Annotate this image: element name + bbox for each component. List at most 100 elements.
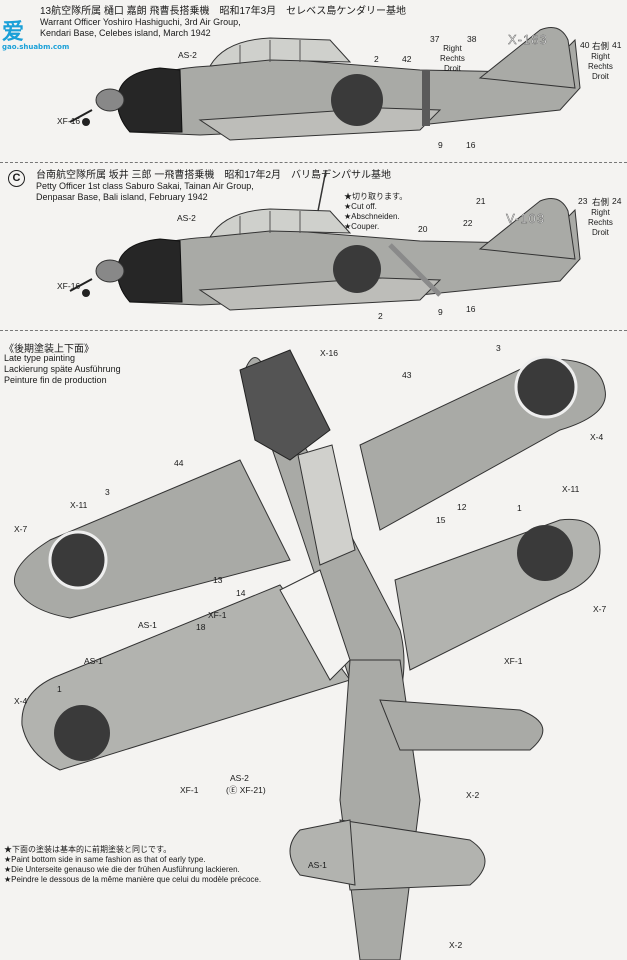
b-label-as2: AS-2 [178, 50, 197, 60]
aircraft-b-engine-cowl [117, 67, 183, 133]
aircraft-c-antenna [317, 169, 327, 212]
divider-b-c [0, 162, 627, 163]
aircraft-b-canopy [209, 37, 352, 67]
lower-footnote: ★下面の塗装は基本的に前期塗装と同じです。 ★Paint bottom side… [4, 845, 261, 885]
b-callout-38: 38 [467, 34, 477, 44]
lower-label-x7a: X-7 [14, 524, 28, 534]
lower-label-x7b: X-7 [593, 604, 607, 614]
aircraft-c-engine-cowl [117, 238, 183, 303]
lower-label-as2: AS-2 [230, 773, 249, 783]
aircraft-c-diagonal-stripe [388, 243, 442, 297]
watermark-url: gao.shuabm.com [2, 43, 70, 51]
lower-callout-44: 44 [174, 458, 184, 468]
footnote-jp: ★下面の塗装は基本的に前期塗装と同じです。 [4, 845, 172, 854]
lower-label-as1c: AS-1 [308, 860, 327, 870]
section-b-header-en-1: Warrant Officer Yoshiro Hashiguchi, 3rd … [40, 17, 241, 27]
b-callout-2: 2 [374, 54, 379, 64]
divider-c-lower [0, 330, 627, 331]
aircraft-b-fuselage-band [422, 70, 430, 126]
aircraft-b-tail-fin [478, 27, 576, 89]
c-right-side-text: Right Rechts Droit [588, 208, 613, 237]
c-label-as2: AS-2 [177, 213, 196, 223]
section-b-header-en-2: Kendari Base, Celebes island, March 1942 [40, 28, 211, 38]
lower-left-hinomaru [54, 705, 110, 761]
b-callout-16: 16 [466, 140, 476, 150]
lower-header-jp: 《後期塗装上下面》 [4, 344, 94, 355]
site-watermark: 爱 gao.shuabm.com [2, 14, 69, 51]
b-callout-40: 40 [580, 40, 590, 50]
footnote-de: ★Die Unterseite genauso wie die der früh… [4, 865, 240, 874]
lower-callout-1b: 1 [57, 684, 62, 694]
c-callout-16: 16 [466, 304, 476, 314]
section-c-header-jp: 台南航空隊所属 坂井 三郎 一飛曹搭乗機 昭和17年2月 バリ島デンパサル基地 [36, 170, 392, 181]
b-callout-41: 41 [612, 40, 622, 50]
upper-tail-stabilizer [379, 699, 544, 751]
footnote-fr: ★Peindre le dessous de la même manière q… [4, 875, 262, 884]
lower-callout-43: 43 [402, 370, 412, 380]
c-callout-9: 9 [438, 307, 443, 317]
lower-tail-stabilizer [339, 819, 486, 891]
lower-callout-3a: 3 [496, 343, 501, 353]
b-right-side-jp: 右側 [592, 41, 610, 51]
lower-label-x11b: X-11 [562, 484, 580, 494]
section-c-header-en-2: Denpasar Base, Bali island, February 194… [36, 192, 208, 202]
cut-note-fr: ★Couper. [344, 222, 380, 231]
lower-callout-15: 15 [436, 515, 446, 525]
c-callout-20: 20 [418, 224, 428, 234]
lower-callout-14: 14 [236, 588, 246, 598]
c-callout-22: 22 [463, 218, 473, 228]
aircraft-c-side-profile: V-103 [69, 169, 581, 311]
lower-callout-3b: 3 [105, 487, 110, 497]
aircraft-plan-view [13, 349, 606, 960]
aircraft-c-tail-fin [478, 198, 576, 260]
lower-label-as2-sub: (Ⓔ XF-21) [226, 785, 266, 795]
lower-label-x2b: X-2 [449, 940, 463, 950]
b-callout-37: 37 [430, 34, 440, 44]
upper-right-hinomaru [514, 355, 578, 419]
upper-left-hinomaru [48, 530, 108, 590]
upper-left-wing [13, 459, 291, 619]
aircraft-b-spinner [95, 88, 125, 112]
c-label-xf16: XF-16 [57, 281, 81, 291]
b-callout-9: 9 [438, 140, 443, 150]
lower-label-x4a: X-4 [590, 432, 604, 442]
c-callout-21: 21 [476, 196, 486, 206]
section-c-letter: C [8, 170, 25, 187]
lower-right-hinomaru [517, 525, 573, 581]
c-callout-23: 23 [578, 196, 588, 206]
upper-anti-glare-panel [239, 349, 331, 461]
c-callout-24: 24 [612, 196, 622, 206]
lower-header-fr: Peinture fin de production [4, 375, 107, 385]
lower-label-x4b: X-4 [14, 696, 28, 706]
aircraft-c-hinomaru [333, 245, 381, 293]
section-c-cut-note: ★切り取ります。 ★Cut off. ★Abschneiden. ★Couper… [344, 192, 407, 232]
lower-header-de: Lackierung späte Ausführung [4, 364, 121, 374]
lower-header-en: Late type painting [4, 353, 76, 363]
lower-label-as1b: AS-1 [84, 656, 103, 666]
upper-canopy [297, 444, 356, 566]
watermark-logo-text: 爱 [2, 20, 25, 45]
b-right-side-text-2: Right Rechts Droit [588, 52, 613, 81]
lower-label-x2a: X-2 [466, 790, 480, 800]
lower-callout-1a: 1 [517, 503, 522, 513]
aircraft-b-tail-code: X-183 [508, 32, 548, 47]
aircraft-b-side-profile: X-183 [69, 27, 581, 141]
aircraft-c-canopy [209, 208, 352, 238]
lower-callout-12: 12 [457, 502, 467, 512]
lower-label-as1a: AS-1 [138, 620, 157, 630]
lower-callout-13: 13 [213, 575, 223, 585]
footnote-en: ★Paint bottom side in same fashion as th… [4, 855, 206, 864]
aircraft-c-spinner [95, 259, 125, 283]
aircraft-c-tail-code: V-103 [506, 211, 545, 226]
cut-note-jp: ★切り取ります。 [344, 192, 408, 201]
c-right-side-jp: 右側 [592, 197, 610, 207]
lower-label-x11a: X-11 [70, 500, 88, 510]
c-callout-2: 2 [378, 311, 383, 321]
lower-tail-stabilizer-left [289, 819, 356, 886]
aircraft-b-hinomaru [331, 74, 383, 126]
lower-callout-18: 18 [196, 622, 206, 632]
lower-label-xf1a: XF-1 [208, 610, 227, 620]
lower-label-xf1c: XF-1 [180, 785, 199, 795]
section-c-header-en-1: Petty Officer 1st class Saburo Sakai, Ta… [36, 181, 254, 191]
b-callout-42: 42 [402, 54, 412, 64]
